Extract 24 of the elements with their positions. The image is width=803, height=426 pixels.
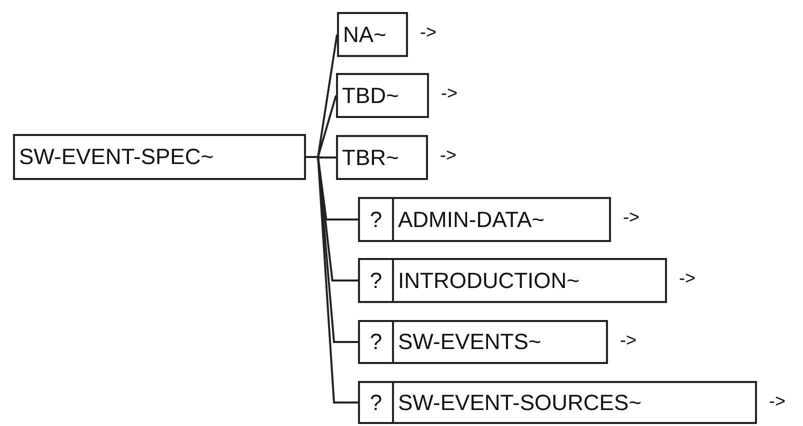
element-box (358, 320, 608, 364)
reference-arrow-text: -> (623, 207, 640, 228)
reference-arrow-text: -> (679, 268, 696, 289)
element-box (358, 381, 757, 424)
reference-arrow-text: -> (441, 83, 458, 104)
element-box (336, 73, 429, 118)
element-name: ADMIN-DATA~ (397, 206, 546, 234)
element-name: SW-EVENT-SPEC~ (18, 143, 215, 171)
element-name: NA~ (342, 20, 388, 48)
element-name: SW-EVENTS~ (397, 328, 542, 356)
element-name: TBR~ (341, 144, 400, 172)
reference-arrow-text: -> (420, 22, 437, 43)
reference-arrow-text: -> (620, 330, 637, 351)
element-name: SW-EVENT-SOURCES~ (397, 388, 642, 416)
element-box (337, 12, 408, 57)
element-box (358, 197, 611, 242)
element-box (13, 134, 306, 180)
reference-arrow-text: -> (769, 391, 786, 412)
reference-arrow-text: -> (440, 145, 457, 166)
element-name: INTRODUCTION~ (397, 266, 580, 294)
element-box (358, 258, 667, 303)
tree-connector (306, 156, 358, 404)
element-name: TBD~ (341, 82, 400, 110)
element-box (336, 135, 428, 180)
